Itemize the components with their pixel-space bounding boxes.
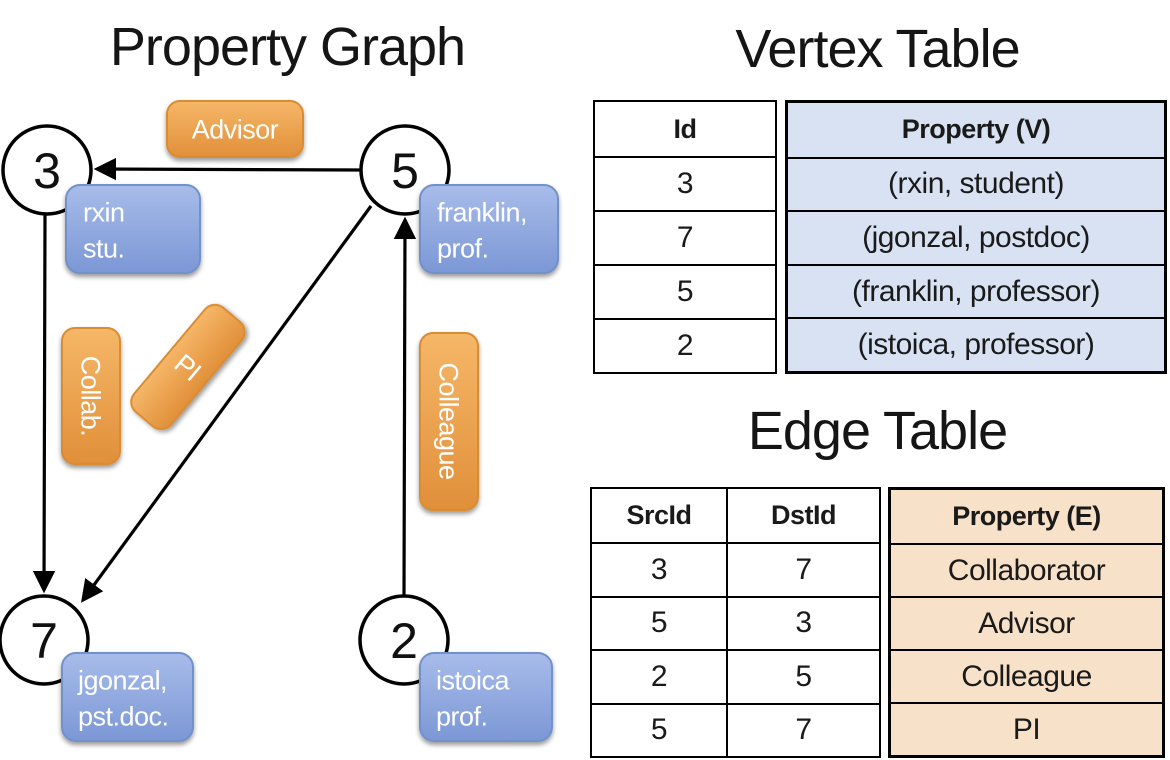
edge-colleague-2-to-5 [393,216,417,597]
vertex-table-id-cell: 2 [595,318,775,372]
vertex-table-id-cell: 5 [595,264,775,318]
vertex-table-property-column: Property (V) (rxin, student) (jgonzal, p… [785,100,1167,374]
edge-table-srcid-cell: 5 [592,702,726,756]
vprop-5-line2: prof. [437,234,489,264]
vertex-prop-box-5: franklin, prof. [419,184,559,274]
edge-table-dstid-header: DstId [771,500,837,531]
property-graph-title: Property Graph [109,17,466,77]
vertex-table-property-cell: (jgonzal, postdoc) [788,210,1164,264]
vertex-table-title: Vertex Table [735,19,1020,79]
edge-advisor-5-to-3 [93,157,362,181]
edge-table-property-header: Property (E) [952,501,1101,531]
node-label-7: 7 [30,613,58,669]
edge-table-property-column: Property (E) Collaborator Advisor Collea… [888,487,1165,758]
node-label-2: 2 [390,613,418,669]
vertex-table-id-header: Id [673,113,698,144]
vertex-prop-box-3: rxin stu. [65,184,201,274]
vertex-table-property-cell: (istoica, professor) [788,317,1164,371]
edge-table-property-cell: Collaborator [891,543,1162,596]
vertex-table-id-column: Id 3 7 5 2 [593,100,777,374]
edge-pi-5-to-7 [81,205,373,603]
node-label-5: 5 [391,143,419,199]
vprop-3-line2: stu. [83,234,125,264]
edge-table-dstid-cell: 7 [728,702,879,756]
pi-edge-label: PI [130,303,246,431]
vertex-prop-box-2: istoica prof. [419,652,553,742]
vertex-prop-box-7: jgonzal, pst.doc. [61,652,194,742]
edge-table-srcid-cell: 5 [592,595,726,649]
edge-table-property-cell: Colleague [891,649,1162,702]
vprop-2-line2: prof. [436,702,488,732]
vprop-3-line1: rxin [83,198,125,228]
edge-table-dstid-cell: 5 [728,649,879,702]
collab-edge-label: Collab. [61,327,121,465]
vprop-2-line1: istoica [436,666,511,696]
edge-table-id-columns: SrcId 3 5 2 5 DstId 7 3 5 7 [590,487,881,758]
edge-table-dstid-cell: 7 [728,542,879,595]
vertex-table-id-cell: 7 [595,210,775,264]
vprop-7-line2: pst.doc. [78,702,169,732]
edge-table-srcid-header: SrcId [626,500,692,531]
vertex-table-property-cell: (franklin, professor) [788,263,1164,318]
vprop-5-line1: franklin, [437,198,527,228]
edge-table-dstid-cell: 3 [728,595,879,649]
edge-collab-3-to-7 [32,213,56,594]
vertex-table-property-header: Property (V) [901,114,1051,145]
edge-table-srcid-column: SrcId 3 5 2 5 [592,489,728,756]
edge-table-property-cell: Advisor [891,596,1162,649]
colleague-label-text: Colleague [433,362,463,479]
edge-table-property-cell: PI [891,702,1162,755]
vprop-7-line1: jgonzal, [77,666,167,696]
vertex-table-property-cell: (rxin, student) [788,156,1164,211]
colleague-edge-label: Colleague [419,332,479,511]
node-label-3: 3 [33,143,61,199]
edge-table-title: Edge Table [747,401,1008,461]
advisor-label-text: Advisor [192,115,279,145]
edge-table-srcid-cell: 2 [592,649,726,702]
edge-table-dstid-column: DstId 7 3 5 7 [728,489,879,756]
vertex-table-id-cell: 3 [595,156,775,210]
property-graph-figure: 3 5 7 2 Advisor Collab. PI Colleague rxi… [0,100,559,742]
edge-table-srcid-cell: 3 [592,542,726,595]
collab-label-text: Collab. [75,356,105,437]
advisor-edge-label: Advisor [166,100,304,158]
